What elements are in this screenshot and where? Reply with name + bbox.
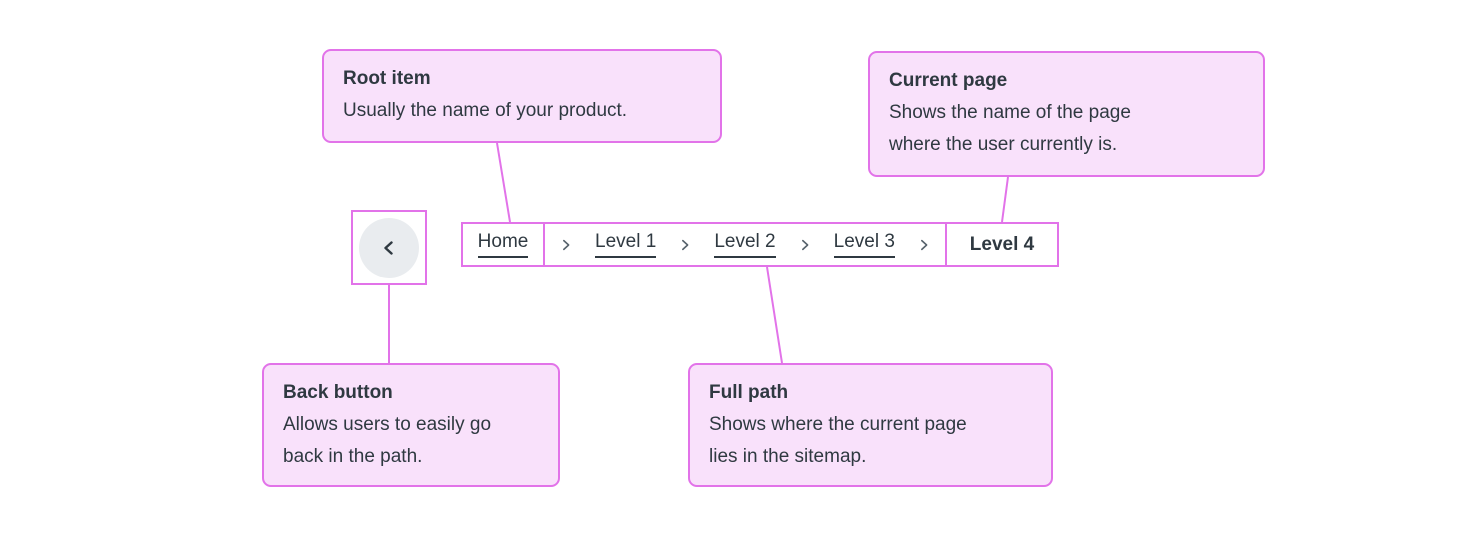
breadcrumb-full-path-annotation-box: Level 1 Level 2 Level 3 [545, 224, 945, 265]
callout-current-page: Current page Shows the name of the page … [868, 51, 1265, 177]
chevron-right-icon [917, 238, 931, 252]
breadcrumb-item-home[interactable]: Home [477, 231, 529, 258]
back-button[interactable] [359, 217, 419, 278]
breadcrumb-item-level-2[interactable]: Level 2 [714, 231, 776, 258]
callout-full-path-title: Full path [709, 382, 789, 403]
callout-root-item-title: Root item [343, 68, 431, 89]
chevron-right-icon [678, 238, 692, 252]
callout-back-button-body: Allows users to easily go back in the pa… [283, 414, 492, 467]
breadcrumb: Home Level 1 Level 2 Level 3 Level 4 [461, 222, 1059, 267]
breadcrumb-current-page: Level 4 [969, 233, 1035, 255]
callout-back-button: Back button Allows users to easily go ba… [262, 363, 560, 487]
chevron-left-icon [377, 236, 401, 260]
connector-root-item [496, 142, 511, 223]
connector-current-page [1001, 176, 1009, 223]
breadcrumb-item-level-1[interactable]: Level 1 [595, 231, 657, 258]
connector-full-path [766, 266, 783, 364]
callout-current-page-title: Current page [889, 70, 1008, 91]
chevron-right-icon [559, 238, 573, 252]
breadcrumb-root-annotation-box: Home [463, 224, 545, 265]
callout-back-button-title: Back button [283, 382, 393, 403]
callout-full-path: Full path Shows where the current page l… [688, 363, 1053, 487]
breadcrumb-current-annotation-box: Level 4 [945, 224, 1057, 265]
callout-full-path-body: Shows where the current page lies in the… [709, 414, 967, 467]
callout-root-item: Root item Usually the name of your produ… [322, 49, 722, 143]
back-button-annotation-box [351, 210, 427, 285]
callout-current-page-body: Shows the name of the page where the use… [889, 102, 1131, 155]
callout-root-item-body: Usually the name of your product. [343, 100, 628, 121]
breadcrumb-item-level-3[interactable]: Level 3 [833, 231, 895, 258]
chevron-right-icon [798, 238, 812, 252]
